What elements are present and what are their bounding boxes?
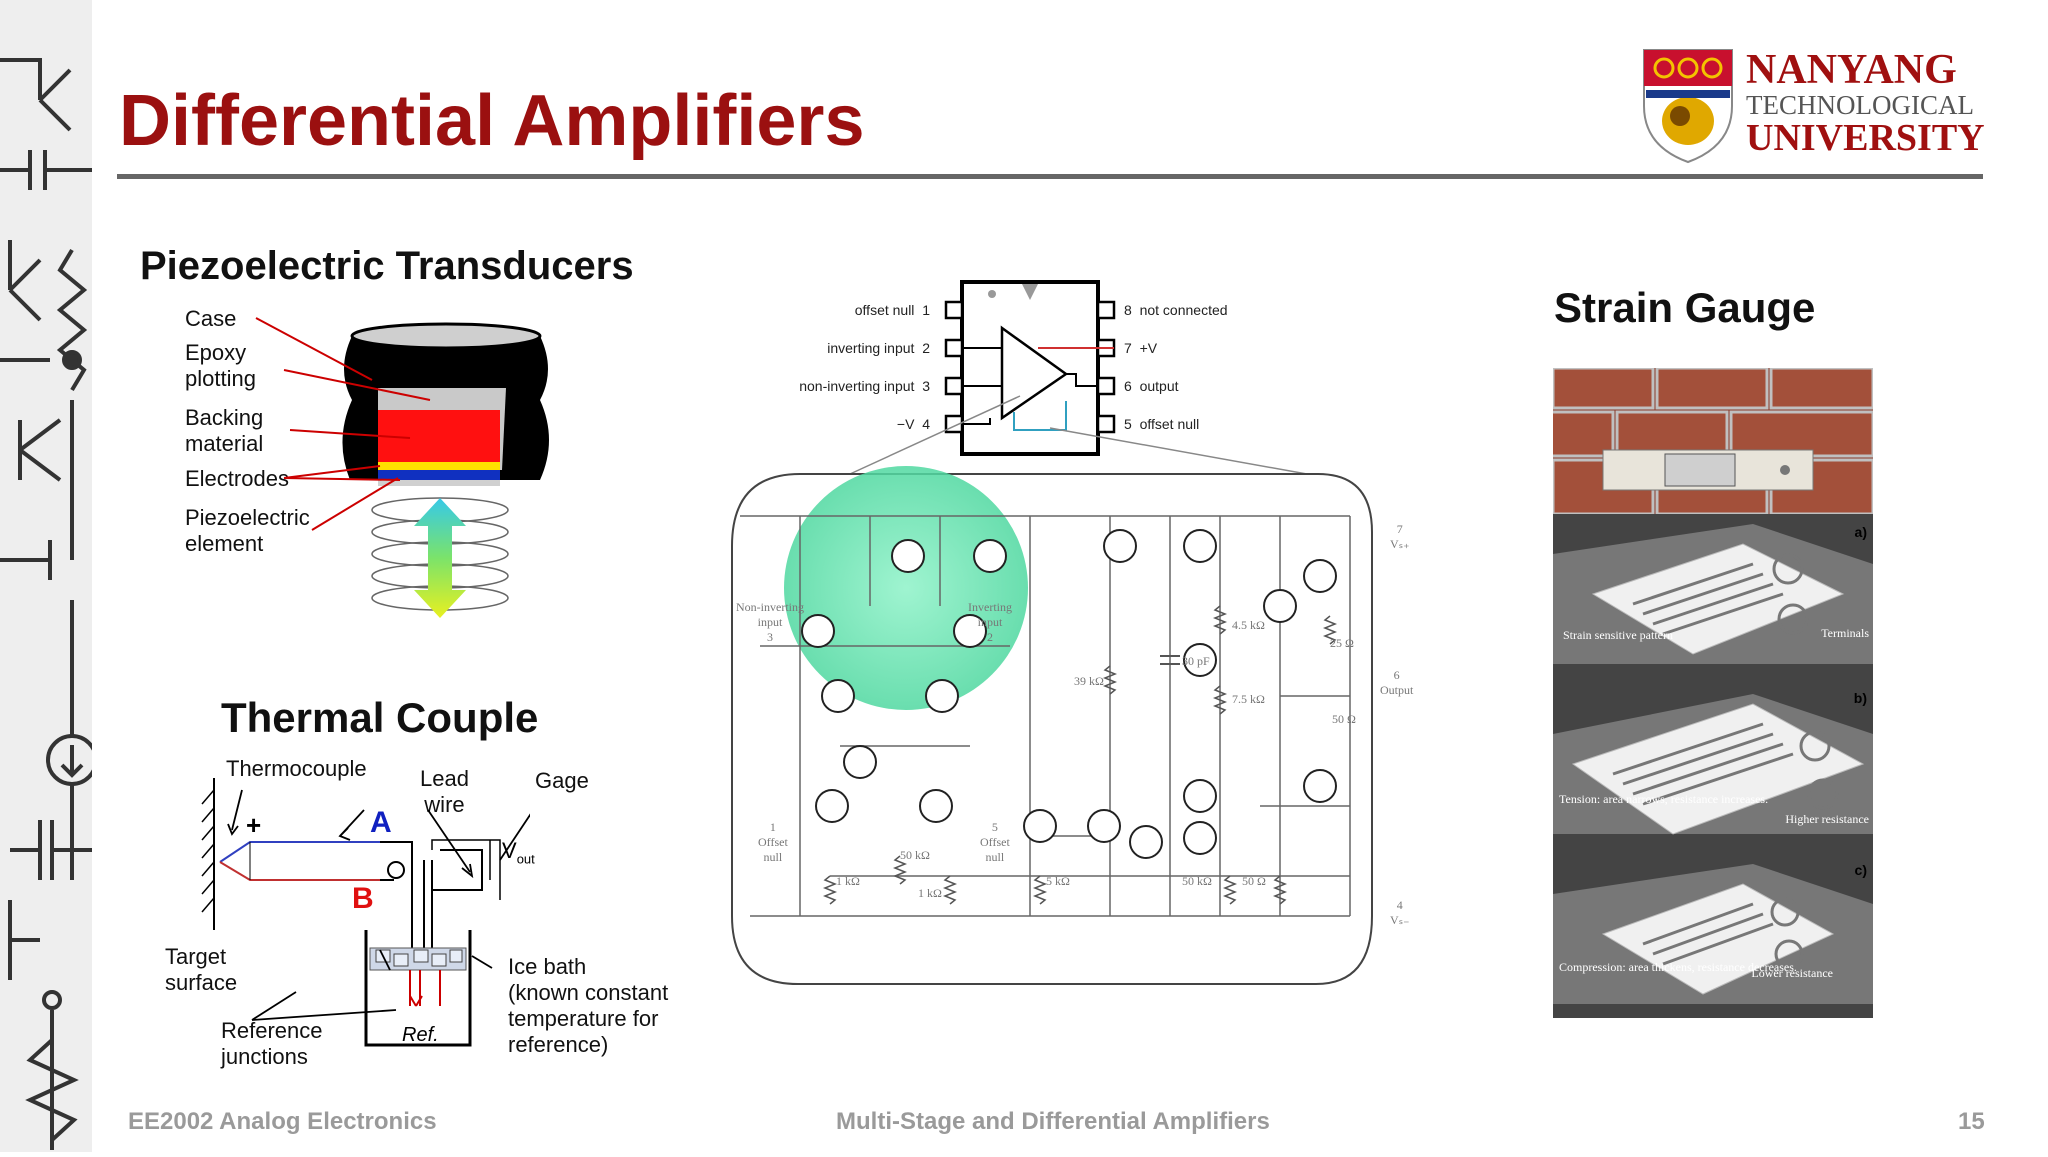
- panel-a-left: Strain sensitive pattern: [1563, 628, 1673, 642]
- label-vout: Vout: [502, 838, 535, 866]
- pin-label-7: 7 +V: [1124, 340, 1158, 356]
- strain-panel-a: a) Strain sensitive pattern Terminals: [1553, 514, 1873, 684]
- label-r-7-5k: 7.5 kΩ: [1232, 692, 1265, 706]
- label-non-inverting: Non-inverting input 3: [736, 600, 804, 644]
- piezo-heading: Piezoelectric Transducers: [140, 244, 634, 288]
- ntu-logo: NANYANG TECHNOLOGICAL UNIVERSITY: [1638, 46, 1985, 166]
- label-piezo-element: Piezoelectric element: [185, 505, 310, 556]
- label-r-50-b: 50 Ω: [1332, 712, 1356, 726]
- label-gage: Gage: [535, 768, 589, 793]
- label-offset-null-left: 1 Offset null: [758, 820, 788, 864]
- panel-c-tag: c): [1854, 862, 1867, 878]
- label-reference: Reference junctions: [221, 1018, 323, 1069]
- pin-label-5: 5 offset null: [1124, 416, 1200, 432]
- label-vs-minus: 4 Vₛ₋: [1390, 898, 1410, 927]
- label-case: Case: [185, 306, 237, 331]
- thermocouple-diagram: [201, 778, 530, 1047]
- strain-pattern-icon: [1553, 524, 1873, 664]
- pin-label-6: 6 output: [1124, 378, 1179, 394]
- label-r-50k-b: 50 kΩ: [1182, 874, 1212, 888]
- footer-course: EE2002 Analog Electronics: [128, 1108, 437, 1135]
- strain-compression-icon: [1553, 864, 1873, 1004]
- label-r-50k-a: 50 kΩ: [900, 848, 930, 862]
- label-r-4-5k: 4.5 kΩ: [1232, 618, 1265, 632]
- thermal-heading: Thermal Couple: [221, 694, 539, 741]
- pin-label-8: 8 not connected: [1124, 302, 1228, 318]
- label-r-5k: 5 kΩ: [1046, 874, 1070, 888]
- label-epoxy: Epoxy plotting: [185, 340, 256, 391]
- panel-a-right: Terminals: [1821, 626, 1869, 640]
- page-number: 15: [1958, 1108, 1985, 1135]
- label-thermocouple: Thermocouple: [226, 756, 367, 781]
- strain-gauge-photo: [1511, 366, 1875, 516]
- panel-c-left: Compression: area thickens, resistance d…: [1559, 960, 1797, 974]
- title-divider: [117, 174, 1983, 179]
- pin-label-1: offset null 1: [854, 302, 930, 318]
- label-ice-bath: Ice bath (known constant temperature for…: [508, 954, 669, 1057]
- panel-b-right: Higher resistance: [1785, 812, 1869, 826]
- label-target: Target surface: [165, 944, 238, 995]
- panel-a-tag: a): [1854, 524, 1867, 540]
- label-v: V: [502, 838, 517, 863]
- label-v-sub: out: [516, 851, 535, 867]
- label-vs-plus: 7 Vₛ₊: [1390, 522, 1410, 551]
- label-r-25: 25 Ω: [1330, 636, 1354, 650]
- label-output: 6 Output: [1380, 668, 1414, 697]
- logo-line-2: TECHNOLOGICAL: [1746, 90, 1974, 120]
- footer-topic: Multi-Stage and Differential Amplifiers: [836, 1108, 1270, 1135]
- logo-line-3: UNIVERSITY: [1746, 117, 1985, 159]
- crest-icon: [1643, 49, 1733, 164]
- label-ref: Ref.: [402, 1024, 439, 1046]
- logo-line-1: NANYANG: [1746, 47, 1957, 93]
- label-inverting: Inverting input 2: [968, 600, 1012, 644]
- brick-wall-icon: [1511, 366, 1875, 516]
- panel-c-right: Lower resistance: [1751, 966, 1833, 980]
- strain-heading: Strain Gauge: [1554, 284, 1816, 331]
- label-a: A: [370, 806, 392, 839]
- circuit-pattern-icon: [0, 58, 98, 1150]
- panel-b-tag: b): [1853, 690, 1867, 706]
- strain-panel-b: b) Tension: area narrows, resistance inc…: [1553, 684, 1873, 854]
- label-offset-null-right: 5 Offset null: [980, 820, 1010, 864]
- label-backing: Backing material: [185, 405, 264, 456]
- label-r-1k-b: 1 kΩ: [918, 886, 942, 900]
- slide-title: Differential Amplifiers: [119, 81, 865, 161]
- decorative-sidebar: [0, 0, 98, 1152]
- label-lead-wire: Lead wire: [420, 766, 469, 817]
- pin-label-4: −V 4: [896, 416, 930, 432]
- strain-tension-icon: [1553, 694, 1873, 835]
- label-electrodes: Electrodes: [185, 466, 289, 491]
- panel-b-left: Tension: area narrows, resistance increa…: [1559, 792, 1769, 806]
- strain-panel-c: c) Compression: area thickens, resistanc…: [1553, 854, 1873, 1018]
- opamp-chip-and-circuit: [731, 280, 1373, 985]
- label-r-39k: 39 kΩ: [1074, 674, 1104, 688]
- label-r-50-a: 50 Ω: [1242, 874, 1266, 888]
- pin-label-3: non-inverting input 3: [799, 378, 930, 394]
- label-c-30p: 30 pF: [1182, 654, 1210, 668]
- piezo-transducer-diagram: [255, 317, 549, 618]
- pin-label-2: inverting input 2: [827, 340, 930, 356]
- label-b: B: [352, 882, 374, 915]
- label-r-1k-a: 1 kΩ: [836, 874, 860, 888]
- label-plus: +: [246, 810, 262, 840]
